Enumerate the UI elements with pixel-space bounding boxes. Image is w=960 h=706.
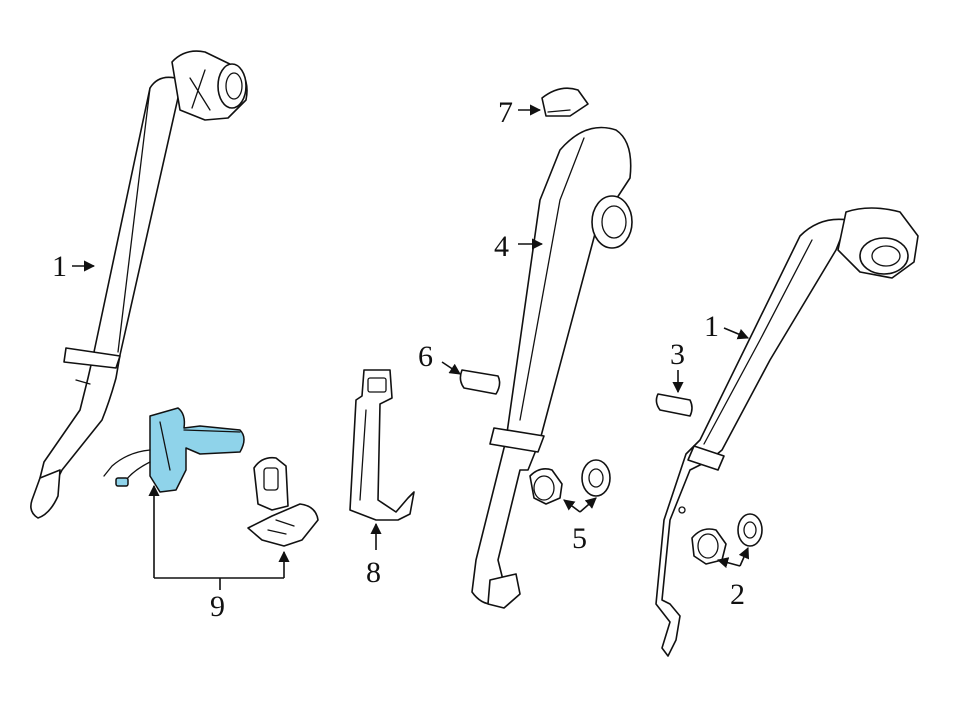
- callout-2: 2: [730, 578, 745, 611]
- center-belt-strap[interactable]: [349, 369, 415, 521]
- seat-belt-assembly-right[interactable]: [655, 207, 919, 657]
- center-seat-belt-assembly[interactable]: [471, 126, 633, 609]
- buckle-assembly-highlighted[interactable]: [103, 407, 319, 547]
- callout-6: 6: [418, 340, 433, 373]
- callout-1-right: 1: [704, 310, 719, 343]
- leader-lines: [72, 104, 750, 590]
- cover-cap[interactable]: [541, 87, 589, 117]
- callout-labels: 1 1 2 3 4 5 6 7 8 9: [52, 96, 745, 623]
- callout-4: 4: [494, 230, 509, 263]
- bolt-and-washer-right[interactable]: [691, 513, 763, 565]
- bolt-and-washer-center[interactable]: [529, 459, 611, 505]
- trim-clip[interactable]: [459, 369, 501, 395]
- callout-9: 9: [210, 590, 225, 623]
- callout-3: 3: [670, 338, 685, 371]
- trim-cover[interactable]: [655, 393, 693, 417]
- callout-7: 7: [498, 96, 513, 129]
- callout-8: 8: [366, 556, 381, 589]
- callout-5: 5: [572, 522, 587, 555]
- callout-1-left: 1: [52, 250, 67, 283]
- seat-belt-assembly-left[interactable]: [30, 50, 248, 519]
